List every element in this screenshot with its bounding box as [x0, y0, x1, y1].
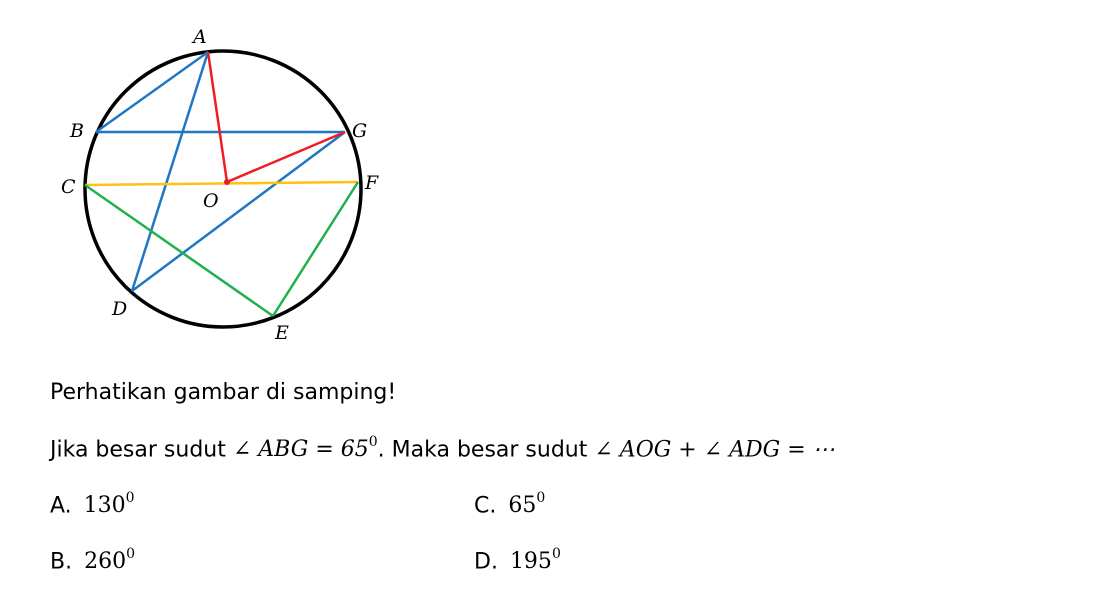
radius-og [226, 130, 346, 184]
question-prefix: Jika besar sudut [50, 437, 226, 463]
given-angle-expr: ∠ ABG = 65 [232, 437, 369, 463]
chord-ad [130, 51, 210, 292]
chord-dg [131, 130, 346, 293]
label-d: D [111, 298, 127, 320]
option-a-letter: A. [50, 493, 72, 519]
given-angle-exp: 0 [368, 434, 378, 450]
instruction-text: Perhatikan gambar di samping! [50, 380, 397, 405]
label-o: O [203, 190, 219, 212]
chord-ce [84, 183, 274, 318]
chord-ab [95, 50, 209, 134]
option-d-letter: D. [474, 549, 498, 575]
radius-oa [206, 51, 229, 183]
option-a[interactable]: A. 1300 [50, 490, 135, 519]
label-b: B [69, 120, 84, 142]
label-c: C [61, 176, 76, 198]
circle-diagram: A B G C F O D E [61, 26, 379, 344]
option-d-value: 1950 [509, 546, 561, 575]
label-a: A [191, 26, 207, 48]
center-point [224, 179, 230, 185]
option-c-value: 650 [508, 490, 546, 519]
option-a-value: 1300 [83, 490, 135, 519]
asked-expression: ∠ AOG + ∠ ADG = ⋯ [594, 437, 835, 463]
label-f: F [364, 172, 379, 194]
option-b-value: 2600 [84, 546, 136, 575]
label-g: G [352, 120, 367, 142]
label-e: E [274, 322, 289, 344]
chord-ef [271, 181, 360, 317]
question-middle: . Maka besar sudut [377, 437, 588, 463]
option-d[interactable]: D. 1950 [474, 546, 561, 575]
option-b[interactable]: B. 2600 [50, 546, 136, 575]
diameter-cf [84, 180, 359, 187]
option-b-letter: B. [50, 549, 73, 575]
circle [83, 49, 363, 329]
option-c[interactable]: C. 650 [474, 490, 546, 519]
question-text: Jika besar sudut ∠ ABG = 650. Maka besar… [50, 434, 835, 463]
option-c-letter: C. [474, 493, 497, 519]
given-angle: ∠ ABG = 650 [232, 434, 378, 463]
